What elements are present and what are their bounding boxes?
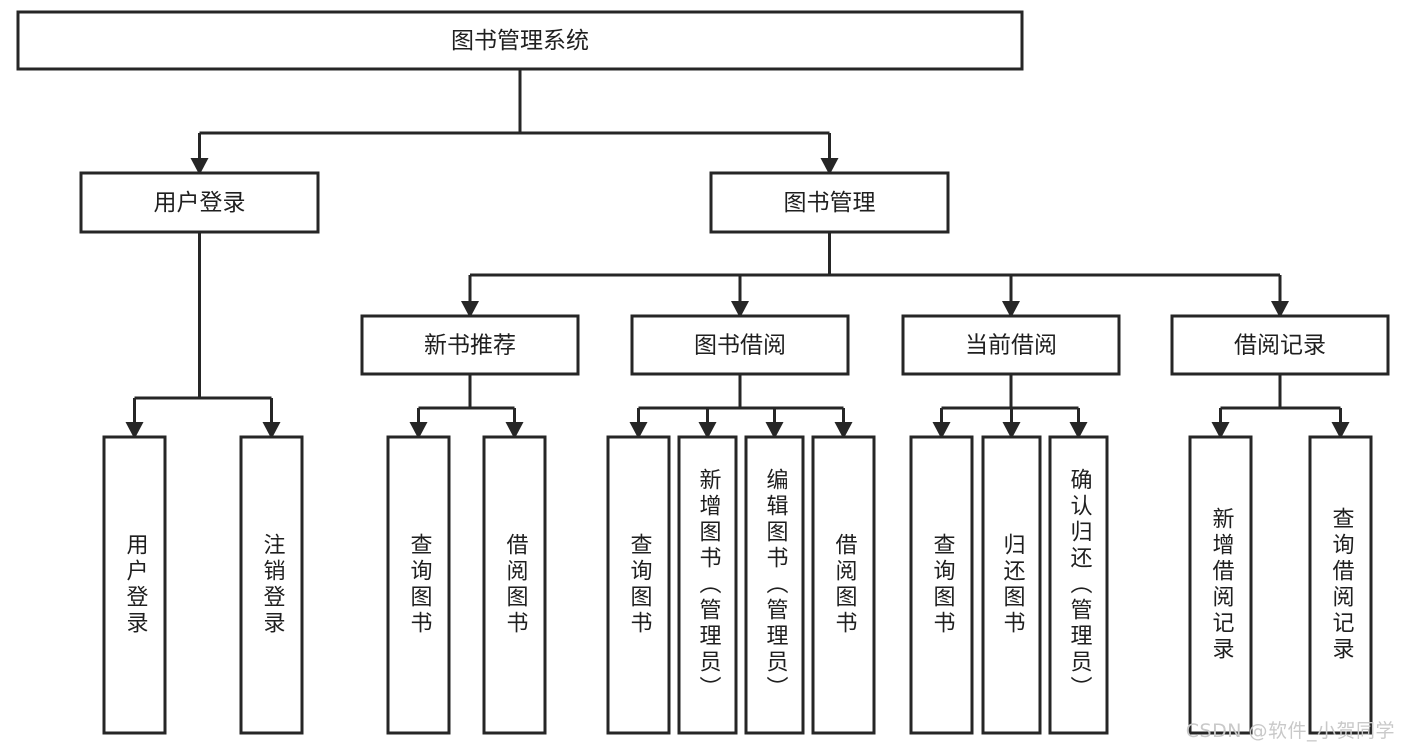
connector-arrow-icon	[820, 158, 839, 175]
leaf-node-box[interactable]	[981, 435, 1042, 735]
leaf-node-box[interactable]	[909, 435, 974, 735]
level3-node-label: 借阅记录	[1234, 333, 1326, 359]
connector-arrow-icon	[698, 422, 717, 439]
leaf-node-box[interactable]	[1308, 435, 1373, 735]
level2-node-box[interactable]	[709, 171, 950, 234]
node-current-borrow[interactable]	[903, 316, 1119, 374]
connector-arrow-icon	[1331, 422, 1350, 439]
level3-node-box[interactable]	[360, 314, 580, 376]
node-leaf-return-book[interactable]	[983, 437, 1040, 733]
node-leaf-borrow-book-1[interactable]	[484, 437, 545, 733]
connector-arrow-icon	[125, 422, 144, 439]
leaf-node-box[interactable]	[239, 435, 304, 735]
leaf-node-box[interactable]	[677, 435, 738, 735]
leaf-node-box[interactable]	[811, 435, 876, 735]
leaf-node-box[interactable]	[1048, 435, 1109, 735]
level2-node-label: 用户登录	[154, 190, 246, 216]
node-book-borrow[interactable]	[632, 316, 848, 374]
leaf-node-box[interactable]	[744, 435, 805, 735]
level2-node-box[interactable]	[79, 171, 320, 234]
node-leaf-user-logout[interactable]	[241, 437, 302, 733]
leaf-node-box[interactable]	[606, 435, 671, 735]
root-node-label: 图书管理系统	[451, 28, 589, 54]
connector-arrow-icon	[1069, 422, 1088, 439]
connector-arrow-icon	[505, 422, 524, 439]
node-leaf-confirm-return[interactable]	[1050, 437, 1107, 733]
connector-arrow-icon	[1211, 422, 1230, 439]
level3-node-box[interactable]	[1170, 314, 1390, 376]
node-new-book-rec[interactable]	[362, 316, 578, 374]
leaf-node-box[interactable]	[482, 435, 547, 735]
connector-arrow-icon	[1271, 301, 1289, 318]
root-node-box[interactable]	[16, 10, 1024, 71]
csdn-watermark: CSDN @软件_小贺同学	[1185, 720, 1395, 742]
level2-node-label: 图书管理	[784, 190, 876, 216]
leaf-node-box[interactable]	[102, 435, 167, 735]
connector-arrow-icon	[834, 422, 853, 439]
connector-layer	[125, 69, 1350, 439]
leaf-node-box[interactable]	[386, 435, 451, 735]
connector-arrow-icon	[1002, 422, 1021, 439]
node-leaf-query-record[interactable]	[1310, 437, 1371, 733]
connector-arrow-icon	[932, 422, 951, 439]
connector-arrow-icon	[629, 422, 648, 439]
level3-node-box[interactable]	[630, 314, 850, 376]
node-root[interactable]	[18, 12, 1022, 69]
connector-arrow-icon	[409, 422, 428, 439]
node-leaf-add-book[interactable]	[679, 437, 736, 733]
node-leaf-add-record[interactable]	[1190, 437, 1251, 733]
node-box-layer	[16, 10, 1390, 735]
node-leaf-query-book-2[interactable]	[608, 437, 669, 733]
node-leaf-query-book-1[interactable]	[388, 437, 449, 733]
connector-arrow-icon	[1002, 301, 1020, 318]
level3-node-label: 图书借阅	[694, 333, 786, 359]
leaf-node-box[interactable]	[1188, 435, 1253, 735]
connector-arrow-icon	[190, 158, 209, 175]
connector-arrow-icon	[731, 301, 749, 318]
level3-node-label: 当前借阅	[965, 333, 1057, 359]
node-leaf-edit-book[interactable]	[746, 437, 803, 733]
connector-arrow-icon	[262, 422, 281, 439]
node-leaf-query-book-3[interactable]	[911, 437, 972, 733]
level3-node-box[interactable]	[901, 314, 1121, 376]
connector-arrow-icon	[461, 301, 479, 318]
node-borrow-record[interactable]	[1172, 316, 1388, 374]
node-leaf-user-login[interactable]	[104, 437, 165, 733]
level3-node-label: 新书推荐	[424, 333, 516, 359]
node-book-manage[interactable]	[711, 173, 948, 232]
connector-arrow-icon	[765, 422, 784, 439]
node-leaf-borrow-book-2[interactable]	[813, 437, 874, 733]
node-user-login[interactable]	[81, 173, 318, 232]
